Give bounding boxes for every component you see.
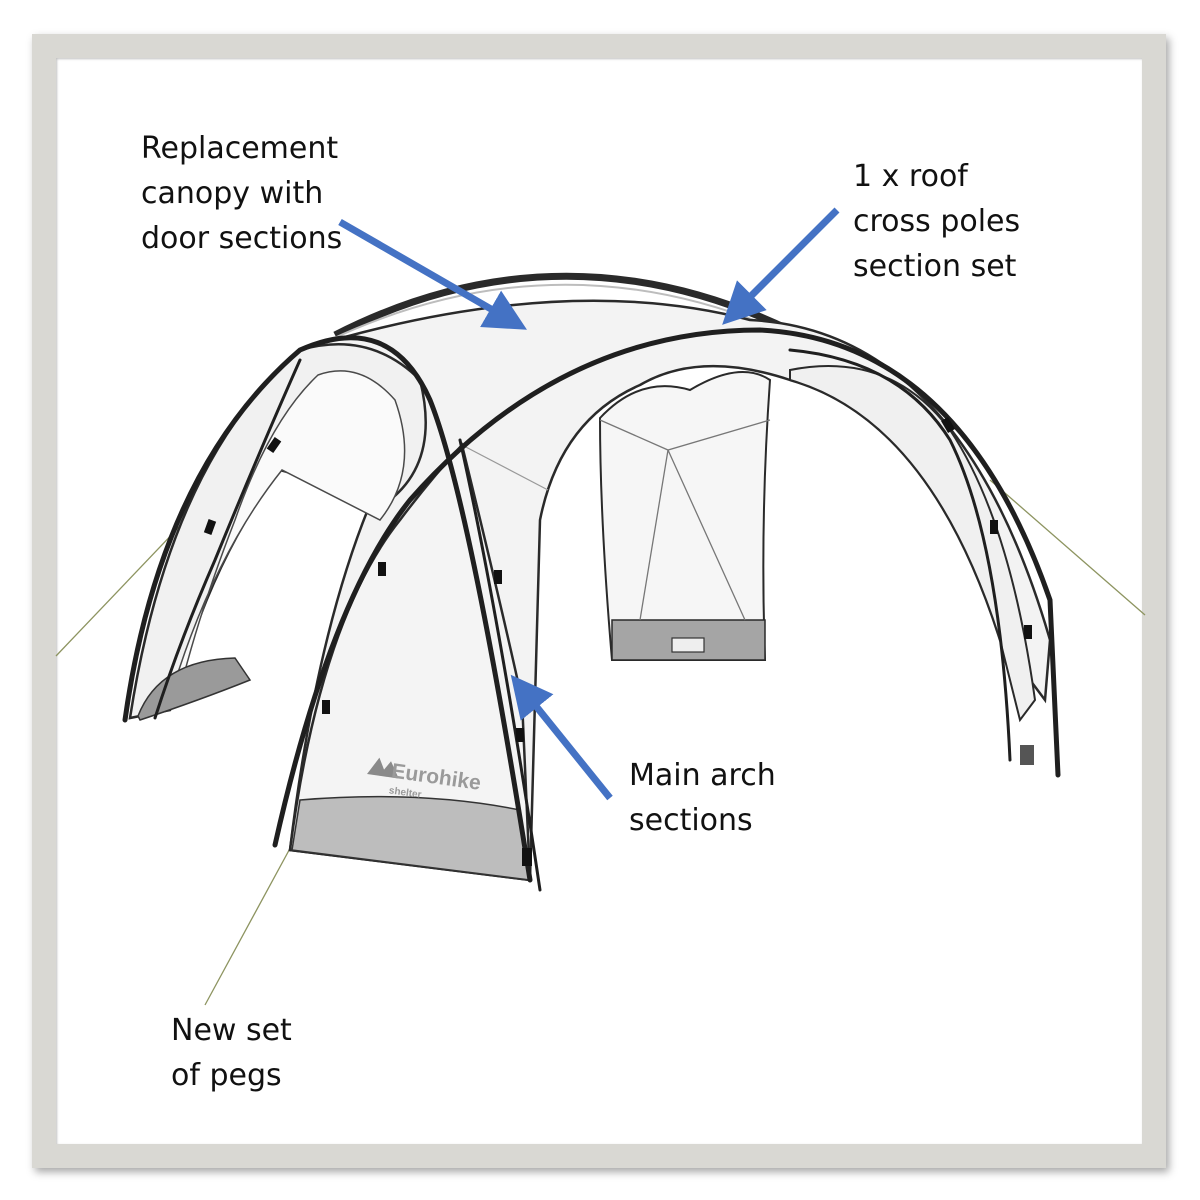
arrow-canopy (338, 218, 527, 330)
label-replacement-canopy: Replacement canopy with door sections (141, 126, 342, 261)
label-line: cross poles (853, 204, 1021, 239)
label-line: 1 x roof (853, 159, 968, 194)
label-line: canopy with (141, 176, 324, 211)
callout-arrows (338, 207, 840, 801)
label-roof-cross-poles: 1 x roof cross poles section set (853, 154, 1020, 289)
pole-clips (203, 416, 1034, 866)
arrow-main-arch (510, 674, 613, 801)
arrow-cross-poles (722, 207, 840, 325)
label-line: Replacement (141, 131, 339, 166)
label-new-pegs: New set of pegs (171, 1008, 292, 1098)
label-line: section set (853, 249, 1017, 284)
label-line: Main arch (629, 758, 776, 793)
picture-mat (56, 58, 1142, 1144)
guy-line-right (989, 479, 1146, 616)
label-main-arch-sections: Main arch sections (629, 753, 776, 843)
picture-frame (32, 34, 1166, 1168)
brand-sub: shelter (388, 785, 422, 800)
label-line: door sections (141, 221, 343, 256)
label-line: of pegs (171, 1058, 282, 1093)
label-line: New set (171, 1013, 292, 1048)
label-line: sections (629, 803, 753, 838)
guy-line-front (204, 829, 301, 1006)
